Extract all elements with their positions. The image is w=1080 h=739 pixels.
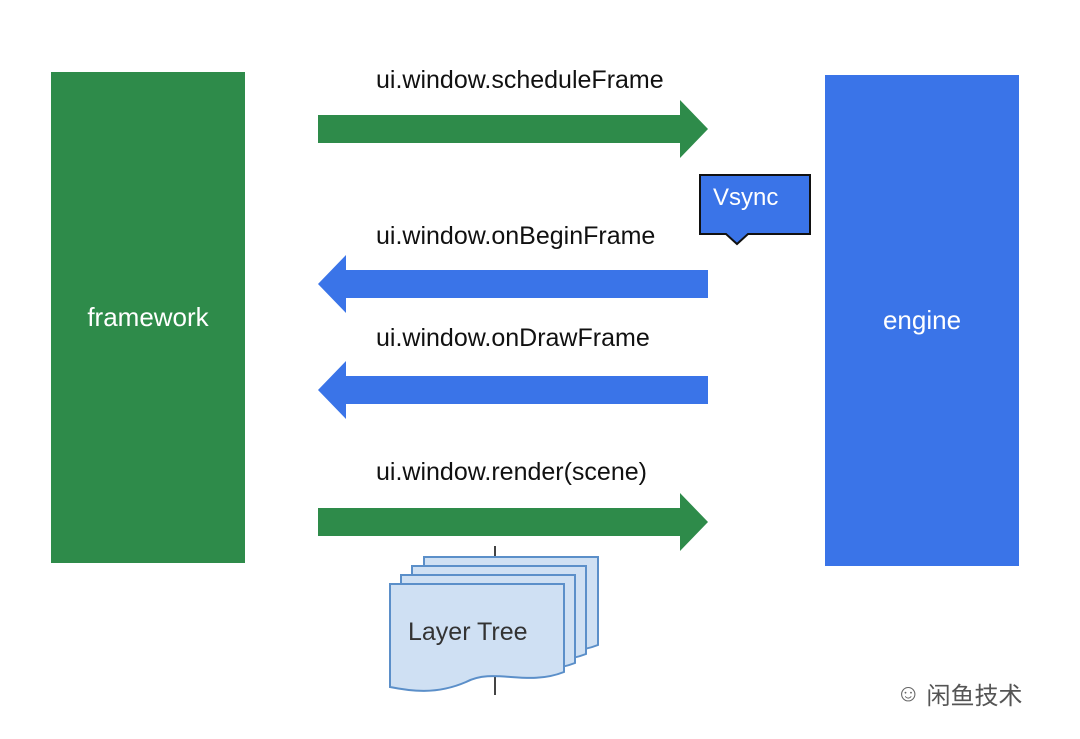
wechat-icon: ☺ bbox=[896, 679, 921, 707]
layer-tree-stack bbox=[389, 556, 599, 692]
arrow-on-draw-frame bbox=[318, 361, 708, 419]
arrow-label-render-scene: ui.window.render(scene) bbox=[376, 458, 647, 486]
vsync-callout bbox=[699, 174, 811, 246]
arrow-render-scene bbox=[318, 493, 708, 551]
layer-tree-label: Layer Tree bbox=[408, 618, 528, 646]
arrow-schedule-frame bbox=[318, 100, 708, 158]
vsync-label: Vsync bbox=[713, 184, 779, 211]
engine-label: engine bbox=[882, 305, 962, 335]
arrow-label-schedule-frame: ui.window.scheduleFrame bbox=[376, 66, 664, 94]
arrow-label-on-draw-frame: ui.window.onDrawFrame bbox=[376, 324, 650, 352]
arrow-label-on-begin-frame: ui.window.onBeginFrame bbox=[376, 222, 656, 250]
engine-block: engine bbox=[825, 75, 1019, 566]
watermark: ☺ 闲鱼技术 bbox=[896, 676, 1023, 711]
arrow-on-begin-frame bbox=[318, 255, 708, 313]
framework-label: framework bbox=[87, 302, 209, 332]
framework-block: framework bbox=[51, 72, 245, 563]
watermark-label: 闲鱼技术 bbox=[926, 683, 1023, 710]
